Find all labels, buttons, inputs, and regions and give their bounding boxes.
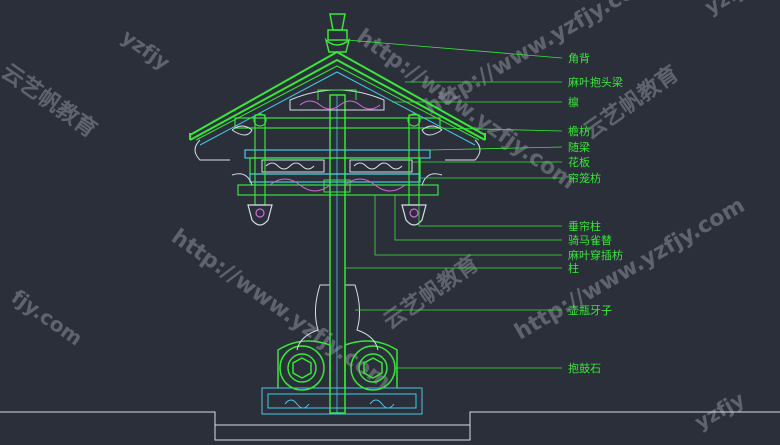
watermark-url-right-low: http://www.yzfjy.com: [511, 193, 750, 345]
watermark-fragment-left: fjy.com: [7, 284, 87, 350]
flower-panels: [261, 159, 413, 192]
hanging-posts: [247, 113, 427, 226]
watermark-layer: yzfjy http://www.yzfjy.com http://www.yz…: [0, 0, 759, 434]
label-zhu: 柱: [568, 261, 579, 275]
vase-bracket-teeth: [296, 284, 379, 351]
base-stones: [261, 387, 423, 415]
component-labels: 角背 麻叶抱头梁 檩 檐枋 随梁 花板 帘笼枋 垂帘柱 骑马雀替 麻叶穿插枋 柱…: [568, 51, 623, 375]
ground-platform: [0, 411, 780, 441]
corner-brackets: [231, 89, 443, 193]
label-qi-ma-que-ti: 骑马雀替: [568, 233, 612, 247]
label-hua-ban: 花板: [568, 155, 590, 169]
label-lian-long-fang: 帘笼枋: [568, 171, 601, 185]
ridge-finial: [324, 13, 351, 53]
label-ma-ye-bao-tou-liang: 麻叶抱头梁: [568, 75, 623, 89]
leader-lines: [345, 39, 563, 369]
label-jiao-bei: 角背: [568, 51, 590, 65]
watermark-fragment-right-top: yzfjy: [701, 0, 759, 19]
watermark-fragment-top: yzfjy: [117, 24, 174, 74]
label-bao-gu-shi: 抱鼓石: [568, 361, 601, 375]
label-sui-liang: 随梁: [568, 140, 590, 154]
main-column: [329, 94, 346, 414]
label-hu-ping-ya-zi: 壶瓶牙子: [568, 303, 612, 317]
label-lin: 檩: [568, 95, 579, 109]
watermark-brand-middle: 云艺帆教育: [379, 251, 484, 335]
label-ma-ye-chuan-cha-fang: 麻叶穿插枋: [568, 248, 623, 262]
beams: [234, 89, 441, 196]
label-yan-fang: 檐枋: [568, 124, 590, 138]
watermark-brand-right: 云艺帆教育: [579, 61, 684, 145]
label-chui-lian-zhu: 垂帘柱: [568, 219, 601, 233]
watermark-fragment-right-bottom: yzfjy: [691, 387, 749, 434]
watermark-brand-left: 云艺帆教育: [0, 59, 102, 143]
